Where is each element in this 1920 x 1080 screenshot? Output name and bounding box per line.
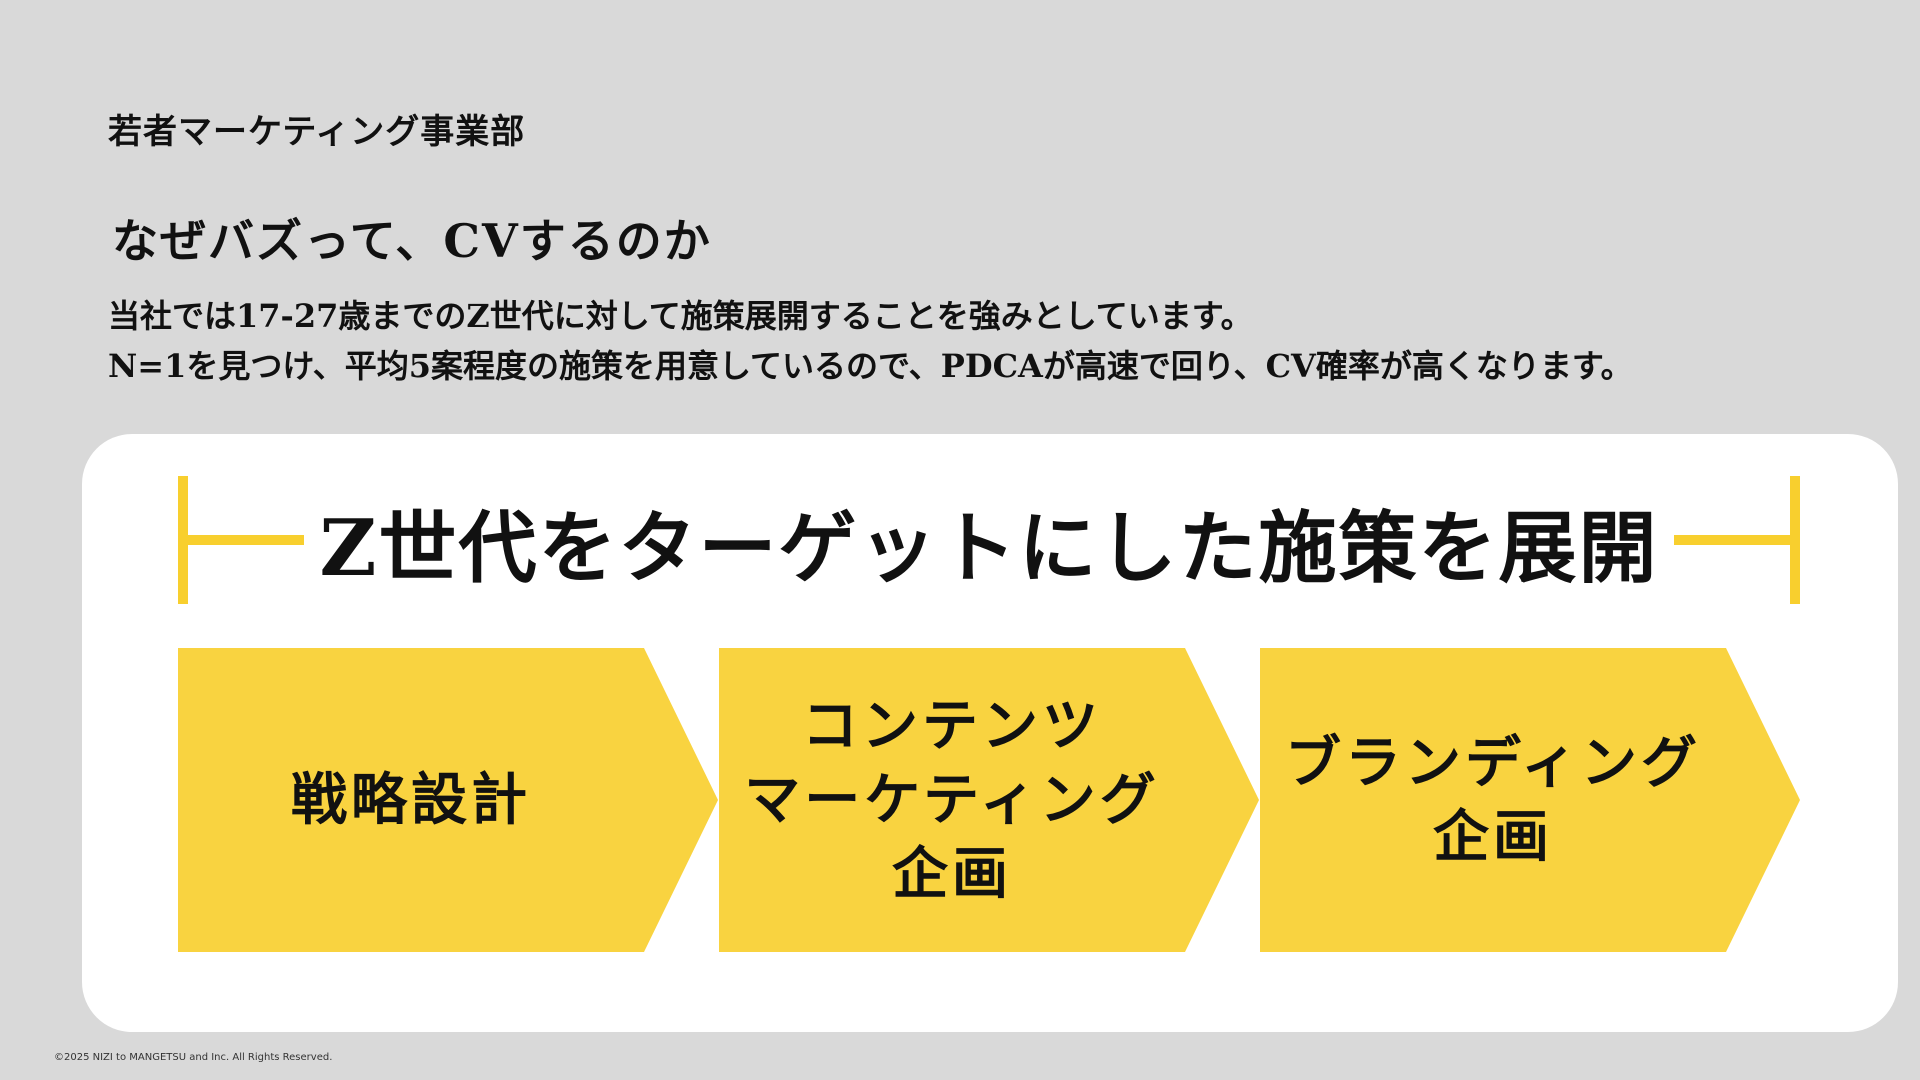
step-label: コンテンツ マーケティング 企画 — [744, 689, 1160, 911]
step-label: 戦略設計 — [291, 763, 531, 837]
department-label: 若者マーケティング事業部 — [108, 112, 526, 152]
description-line-1: 当社では17-27歳までのZ世代に対して施策展開することを強みとしています。 — [108, 297, 1253, 335]
step-label-line: コンテンツ — [802, 693, 1102, 759]
description: 当社では17-27歳までのZ世代に対して施策展開することを強みとしています。 N… — [108, 291, 1633, 391]
step-content-marketing: コンテンツ マーケティング 企画 — [719, 648, 1259, 952]
step-label-line: 戦略設計 — [291, 767, 531, 833]
banner-title: Z世代をターゲットにした施策を展開 — [319, 503, 1659, 594]
step-label: ブランディング 企画 — [1285, 726, 1701, 874]
description-line-2: N=1を見つけ、平均5案程度の施策を用意しているので、PDCAが高速で回り、CV… — [108, 347, 1633, 385]
step-label-line: 企画 — [1433, 804, 1553, 870]
step-label-line: マーケティング — [744, 767, 1160, 833]
page-title: なぜバズって、CVするのか — [112, 214, 712, 268]
step-strategy-design: 戦略設計 — [178, 648, 718, 952]
right-bracket-decoration — [1674, 476, 1800, 604]
copyright-notice: ©2025 NIZI to MANGETSU and Inc. All Righ… — [54, 1052, 333, 1063]
step-label-line: ブランディング — [1284, 730, 1702, 796]
step-branding: ブランディング 企画 — [1260, 648, 1800, 952]
left-bracket-decoration — [178, 476, 304, 604]
step-label-line: 企画 — [892, 841, 1012, 907]
